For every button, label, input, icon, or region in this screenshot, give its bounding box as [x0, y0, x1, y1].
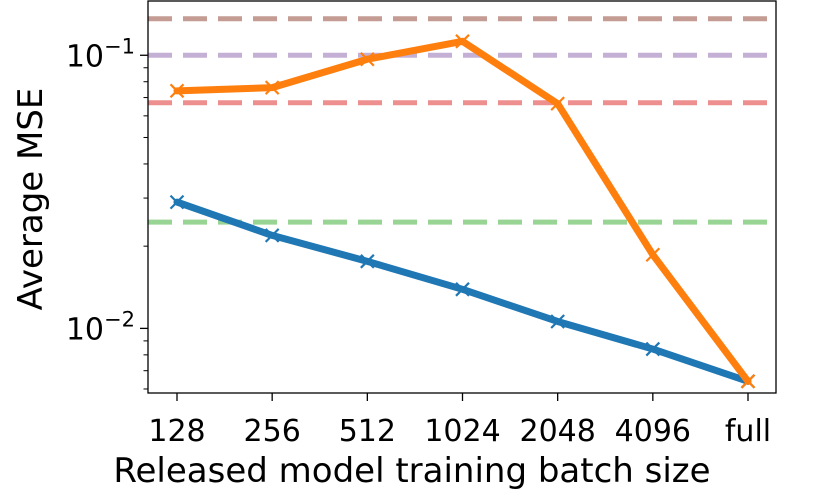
series-1-point [264, 228, 280, 243]
series-2-point [740, 374, 756, 389]
x-axis-label: Released model training batch size [113, 451, 710, 491]
x-tick-label: 512 [339, 414, 396, 449]
y-tick-label: 10−1 [66, 34, 135, 74]
series-2-point [360, 51, 375, 67]
y-tick-label: 10−2 [66, 307, 135, 347]
series-1-point [360, 254, 375, 269]
plot-frame [147, 0, 777, 394]
series-2-point [550, 96, 565, 111]
x-tick-label: 2048 [519, 414, 595, 449]
x-tick-label: full [725, 414, 771, 449]
x-tick-label: 128 [148, 414, 205, 449]
x-tick-label: 4096 [615, 414, 691, 449]
series-2-line [173, 37, 752, 385]
x-tick-label: 1024 [424, 414, 500, 449]
series-2-point [169, 83, 185, 99]
series-2-point [264, 80, 280, 95]
x-tick-label: 256 [244, 414, 301, 449]
series-2-point [455, 34, 470, 49]
series-2 [169, 34, 756, 389]
series-layer [169, 34, 756, 389]
series-1-point [645, 341, 661, 357]
y-axis-label: Average MSE [11, 88, 51, 311]
reference-lines [148, 16, 776, 225]
y-axis: 10−1 10−2 [66, 34, 148, 390]
x-axis: 128 256 512 1024 2048 4096 full [148, 393, 771, 449]
series-2-point [645, 247, 661, 263]
series-1-point [169, 194, 185, 210]
series-1-point [455, 282, 470, 297]
series-1-point [550, 314, 565, 329]
series-1-line [173, 198, 752, 385]
